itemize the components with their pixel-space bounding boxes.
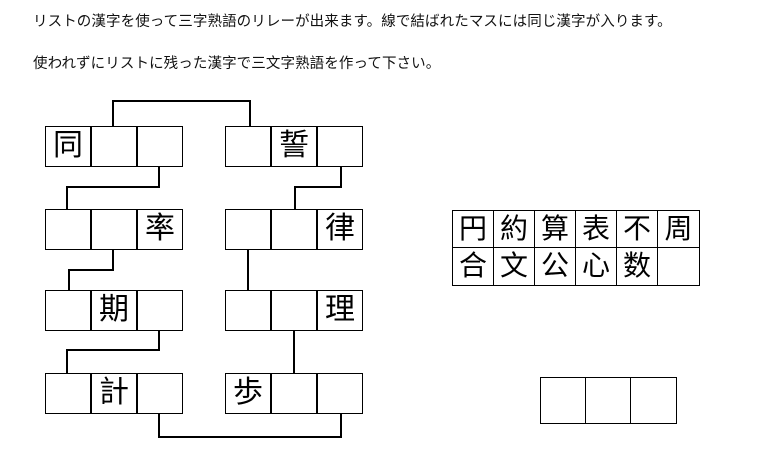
- puzzle-cell[interactable]: [317, 126, 363, 167]
- kanji-list-cell[interactable]: 合: [453, 248, 494, 285]
- connector-segment: [340, 413, 343, 438]
- puzzle-cell[interactable]: 理: [317, 290, 363, 331]
- puzzle-cell[interactable]: [225, 126, 271, 167]
- kanji-list-cell[interactable]: 心: [576, 248, 617, 285]
- connector-segment: [158, 166, 161, 188]
- instruction-line-2: 使われずにリストに残った漢字で三文字熟語を作って下さい。: [33, 56, 441, 72]
- puzzle-cell[interactable]: [91, 209, 137, 250]
- kanji-list-cell[interactable]: 約: [494, 211, 535, 248]
- puzzle-cell[interactable]: [45, 290, 91, 331]
- connector-segment: [68, 269, 71, 291]
- answer-cell[interactable]: [631, 378, 676, 423]
- puzzle-cell[interactable]: 期: [91, 290, 137, 331]
- puzzle-cell[interactable]: [225, 290, 271, 331]
- puzzle-cell[interactable]: 誓: [271, 126, 317, 167]
- connector-segment: [158, 413, 161, 438]
- connector-segment: [66, 349, 69, 374]
- kanji-list-cell[interactable]: [658, 248, 699, 285]
- puzzle-cell[interactable]: [137, 126, 183, 167]
- puzzle-cell[interactable]: [45, 209, 91, 250]
- connector-segment: [112, 249, 115, 271]
- puzzle-cell[interactable]: 計: [91, 373, 137, 414]
- kanji-list-cell[interactable]: 公: [535, 248, 576, 285]
- connector-segment: [158, 330, 161, 351]
- puzzle-cell[interactable]: [91, 126, 137, 167]
- connector-segment: [66, 186, 69, 210]
- answer-box: [540, 377, 677, 424]
- connector-segment: [112, 100, 115, 127]
- puzzle-cell[interactable]: [137, 290, 183, 331]
- kanji-list-cell[interactable]: 周: [658, 211, 699, 248]
- puzzle-cell[interactable]: 同: [45, 126, 91, 167]
- puzzle-cell[interactable]: 率: [137, 209, 183, 250]
- connector-segment: [294, 186, 342, 189]
- puzzle-cell[interactable]: [271, 209, 317, 250]
- answer-cell[interactable]: [586, 378, 631, 423]
- puzzle-cell[interactable]: 歩: [225, 373, 271, 414]
- instruction-line-1: リストの漢字を使って三字熟語のリレーが出来ます。線で結ばれたマスには同じ漢字が入…: [33, 14, 672, 30]
- connector-segment: [294, 186, 297, 210]
- kanji-list-cell[interactable]: 円: [453, 211, 494, 248]
- puzzle-cell[interactable]: [137, 373, 183, 414]
- puzzle-cell[interactable]: [225, 209, 271, 250]
- connector-segment: [66, 186, 160, 189]
- kanji-list-cell[interactable]: 文: [494, 248, 535, 285]
- puzzle-cell[interactable]: [317, 373, 363, 414]
- puzzle-cell[interactable]: [45, 373, 91, 414]
- kanji-list-cell[interactable]: 表: [576, 211, 617, 248]
- kanji-list-cell[interactable]: 不: [617, 211, 658, 248]
- connector-segment: [66, 349, 160, 352]
- connector-segment: [340, 166, 343, 188]
- answer-cell[interactable]: [541, 378, 586, 423]
- kanji-list-cell[interactable]: 数: [617, 248, 658, 285]
- connector-segment: [293, 330, 296, 374]
- connector-segment: [68, 269, 114, 272]
- puzzle-cell[interactable]: [271, 373, 317, 414]
- connector-segment: [247, 249, 250, 291]
- connector-segment: [248, 100, 251, 127]
- puzzle-cell[interactable]: 律: [317, 209, 363, 250]
- kanji-list-cell[interactable]: 算: [535, 211, 576, 248]
- kanji-list: 円 約 算 表 不 周 合 文 公 心 数: [452, 210, 700, 286]
- connector-segment: [158, 436, 342, 439]
- connector-segment: [112, 100, 251, 103]
- puzzle-cell[interactable]: [271, 290, 317, 331]
